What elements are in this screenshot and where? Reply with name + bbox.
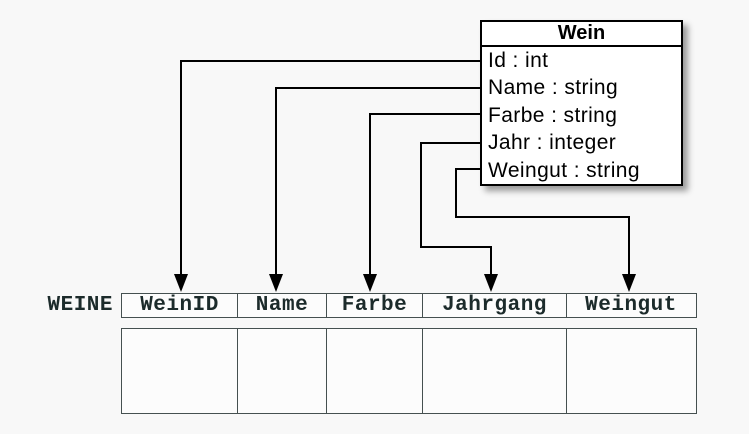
class-attribute-farbe: Farbe : string bbox=[488, 103, 618, 127]
table-header-row: WeinID Name Farbe Jahrgang Weingut bbox=[121, 293, 697, 318]
table-body-row bbox=[121, 328, 697, 414]
body-cell-farbe bbox=[327, 329, 423, 413]
uml-class-box-wein: Wein Id : int Name : string Farbe : stri… bbox=[480, 20, 683, 186]
class-attribute-id: Id : int bbox=[488, 49, 549, 72]
connector-name-to-name bbox=[275, 87, 482, 278]
body-cell-weingut bbox=[567, 329, 695, 413]
arrowhead-farbe bbox=[363, 274, 377, 292]
arrowhead-name bbox=[269, 274, 283, 292]
column-header-name: Name bbox=[238, 294, 327, 317]
connector-id-to-weinid bbox=[180, 60, 482, 278]
table-name-label: WEINE bbox=[47, 294, 113, 317]
connector-weingut-to-weingut bbox=[455, 168, 630, 278]
class-attribute-name: Name : string bbox=[488, 76, 619, 100]
arrowhead-jahrgang bbox=[484, 274, 498, 292]
arrowhead-weinid bbox=[174, 274, 188, 292]
class-attribute-weingut: Weingut : string bbox=[488, 158, 640, 182]
column-header-jahrgang: Jahrgang bbox=[423, 294, 567, 317]
connector-jahr-to-jahrgang bbox=[420, 142, 492, 278]
class-attribute-jahr: Jahr : integer bbox=[488, 131, 617, 155]
class-title: Wein bbox=[482, 22, 681, 47]
connector-farbe-to-farbe bbox=[369, 113, 482, 278]
column-header-weinid: WeinID bbox=[122, 294, 238, 317]
column-header-farbe: Farbe bbox=[327, 294, 423, 317]
body-cell-jahrgang bbox=[423, 329, 567, 413]
class-attribute-list: Id : int Name : string Farbe : string Ja… bbox=[482, 47, 681, 184]
column-header-weingut: Weingut bbox=[585, 294, 677, 317]
arrowhead-weingut bbox=[622, 274, 636, 292]
body-cell-name bbox=[238, 329, 327, 413]
body-cell-weinid bbox=[122, 329, 238, 413]
